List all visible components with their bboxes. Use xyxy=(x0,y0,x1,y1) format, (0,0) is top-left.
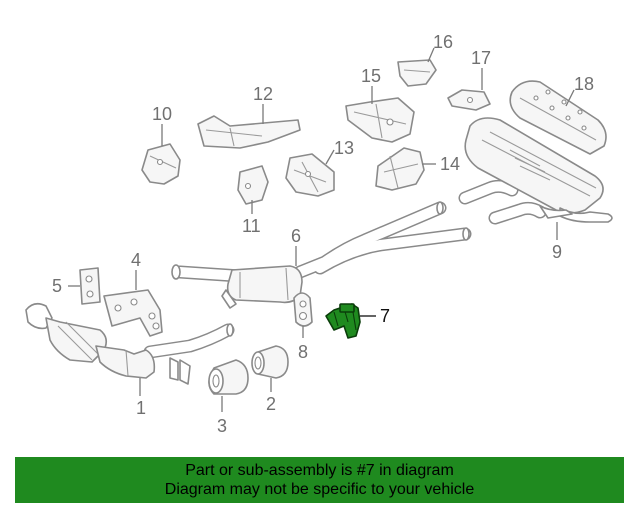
part-12-heat-shield[interactable] xyxy=(197,115,301,149)
callout-leaders xyxy=(68,47,575,412)
callout-14[interactable]: 14 xyxy=(440,154,460,174)
callout-3[interactable]: 3 xyxy=(217,416,227,436)
part-14-heat-shield[interactable] xyxy=(375,147,425,191)
callout-7[interactable]: 7 xyxy=(380,306,390,326)
callout-2[interactable]: 2 xyxy=(266,394,276,414)
part-6-intermediate-pipe[interactable] xyxy=(171,201,472,309)
part-10-heat-shield[interactable] xyxy=(141,143,181,185)
callout-15[interactable]: 15 xyxy=(361,66,381,86)
part-3-clamp[interactable] xyxy=(208,359,249,395)
banner-line-part: Part or sub-assembly is #7 in diagram xyxy=(185,462,454,479)
part-4-bracket[interactable] xyxy=(103,289,163,337)
callout-18[interactable]: 18 xyxy=(574,74,594,94)
part-1-catalytic-converter[interactable] xyxy=(25,302,235,385)
callout-9[interactable]: 9 xyxy=(552,242,562,262)
exhaust-system-diagram: 1 2 3 4 5 6 7 8 9 10 11 12 13 14 15 16 1… xyxy=(25,32,613,436)
callout-16[interactable]: 16 xyxy=(433,32,453,52)
part-5-bracket[interactable] xyxy=(79,267,101,305)
part-13-heat-shield[interactable] xyxy=(285,153,335,197)
callout-1[interactable]: 1 xyxy=(136,398,146,418)
banner-line-disclaimer: Diagram may not be specific to your vehi… xyxy=(164,481,475,498)
callout-12[interactable]: 12 xyxy=(253,84,273,104)
callout-11[interactable]: 11 xyxy=(242,216,261,236)
part-16-heat-shield[interactable] xyxy=(397,59,437,87)
part-info-banner: Part or sub-assembly is #7 in diagram Di… xyxy=(15,457,624,503)
callout-4[interactable]: 4 xyxy=(131,250,141,270)
part-8-hanger[interactable] xyxy=(293,292,313,327)
part-2-clamp[interactable] xyxy=(251,345,289,379)
callout-5[interactable]: 5 xyxy=(52,276,62,296)
callout-10[interactable]: 10 xyxy=(152,104,172,124)
part-17-heat-shield[interactable] xyxy=(447,89,491,111)
callout-13[interactable]: 13 xyxy=(334,138,354,158)
part-9-rear-muffler[interactable] xyxy=(458,117,613,225)
callout-6[interactable]: 6 xyxy=(291,226,301,246)
part-11-heat-shield[interactable] xyxy=(237,165,269,205)
callout-17[interactable]: 17 xyxy=(471,48,491,68)
part-15-heat-shield[interactable] xyxy=(345,97,415,143)
callout-numbers: 1 2 3 4 5 6 7 8 9 10 11 12 13 14 15 16 1… xyxy=(52,32,594,436)
part-7-bracket-highlighted[interactable] xyxy=(325,303,361,339)
part-18-heat-shield[interactable] xyxy=(509,80,607,155)
callout-8[interactable]: 8 xyxy=(298,342,308,362)
